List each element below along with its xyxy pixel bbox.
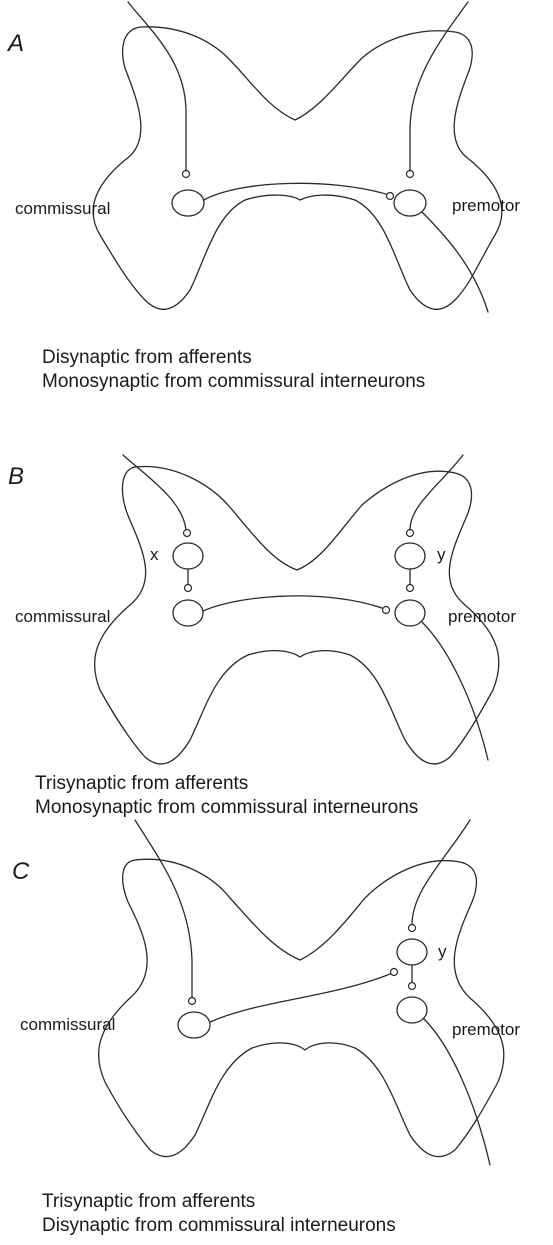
premotor-axon bbox=[422, 212, 488, 312]
commissural-label: commissural bbox=[20, 1015, 115, 1035]
commissural-axon bbox=[203, 596, 382, 611]
panel-b: B x y commissural premotor Trisynaptic f… bbox=[0, 405, 553, 820]
premotor-label: premotor bbox=[452, 1020, 520, 1040]
premotor-label: premotor bbox=[448, 607, 516, 627]
right-afferent-fiber bbox=[410, 455, 463, 530]
commissural-label: commissural bbox=[15, 199, 110, 219]
left-afferent-fiber bbox=[135, 820, 192, 998]
commissural-axon bbox=[210, 974, 390, 1022]
commissural-synapse bbox=[383, 607, 390, 614]
y-label: y bbox=[438, 942, 447, 962]
premotor-axon bbox=[422, 622, 488, 760]
right-afferent-fiber bbox=[410, 2, 468, 170]
y-synapse bbox=[407, 585, 414, 592]
panel-a: A commissural premotor Disynaptic from a… bbox=[0, 0, 553, 405]
caption-line-2: Disynaptic from commissural interneurons bbox=[42, 1214, 396, 1238]
right-afferent-synapse bbox=[407, 171, 414, 178]
commissural-neuron bbox=[178, 1012, 210, 1038]
commissural-synapse bbox=[387, 193, 394, 200]
right-afferent-synapse bbox=[407, 530, 414, 537]
x-label: x bbox=[150, 545, 159, 565]
spinal-cord-outline bbox=[95, 467, 499, 764]
premotor-axon bbox=[424, 1019, 490, 1165]
left-afferent-fiber bbox=[123, 455, 186, 530]
caption-line-2: Monosynaptic from commissural interneuro… bbox=[35, 796, 418, 820]
premotor-label: premotor bbox=[452, 196, 520, 216]
spinal-cord-outline bbox=[99, 859, 504, 1156]
interneuron-y bbox=[397, 939, 427, 965]
spinal-cord-outline bbox=[93, 27, 502, 309]
left-afferent-synapse bbox=[183, 171, 190, 178]
commissural-neuron bbox=[172, 190, 204, 216]
caption-line-1: Trisynaptic from afferents bbox=[42, 1190, 255, 1214]
commissural-label: commissural bbox=[15, 607, 110, 627]
caption-line-1: Disynaptic from afferents bbox=[42, 346, 252, 370]
premotor-neuron bbox=[397, 997, 427, 1023]
interneuron-x bbox=[173, 543, 203, 569]
panel-letter: B bbox=[8, 463, 24, 491]
caption-line-1: Trisynaptic from afferents bbox=[35, 772, 248, 796]
left-afferent-synapse bbox=[189, 998, 196, 1005]
premotor-neuron bbox=[395, 600, 425, 626]
premotor-neuron bbox=[394, 190, 426, 216]
y-synapse bbox=[409, 983, 416, 990]
x-synapse bbox=[185, 585, 192, 592]
interneuron-y bbox=[395, 543, 425, 569]
y-label: y bbox=[437, 545, 446, 565]
panel-c: C y commissural premotor Trisynaptic fro… bbox=[0, 820, 553, 1245]
right-afferent-fiber bbox=[412, 820, 470, 925]
commissural-synapse bbox=[391, 969, 398, 976]
right-afferent-synapse bbox=[409, 925, 416, 932]
panel-letter: C bbox=[12, 858, 29, 886]
left-afferent-synapse bbox=[184, 530, 191, 537]
panel-letter: A bbox=[8, 30, 24, 58]
caption-line-2: Monosynaptic from commissural interneuro… bbox=[42, 370, 425, 394]
commissural-neuron bbox=[173, 600, 203, 626]
